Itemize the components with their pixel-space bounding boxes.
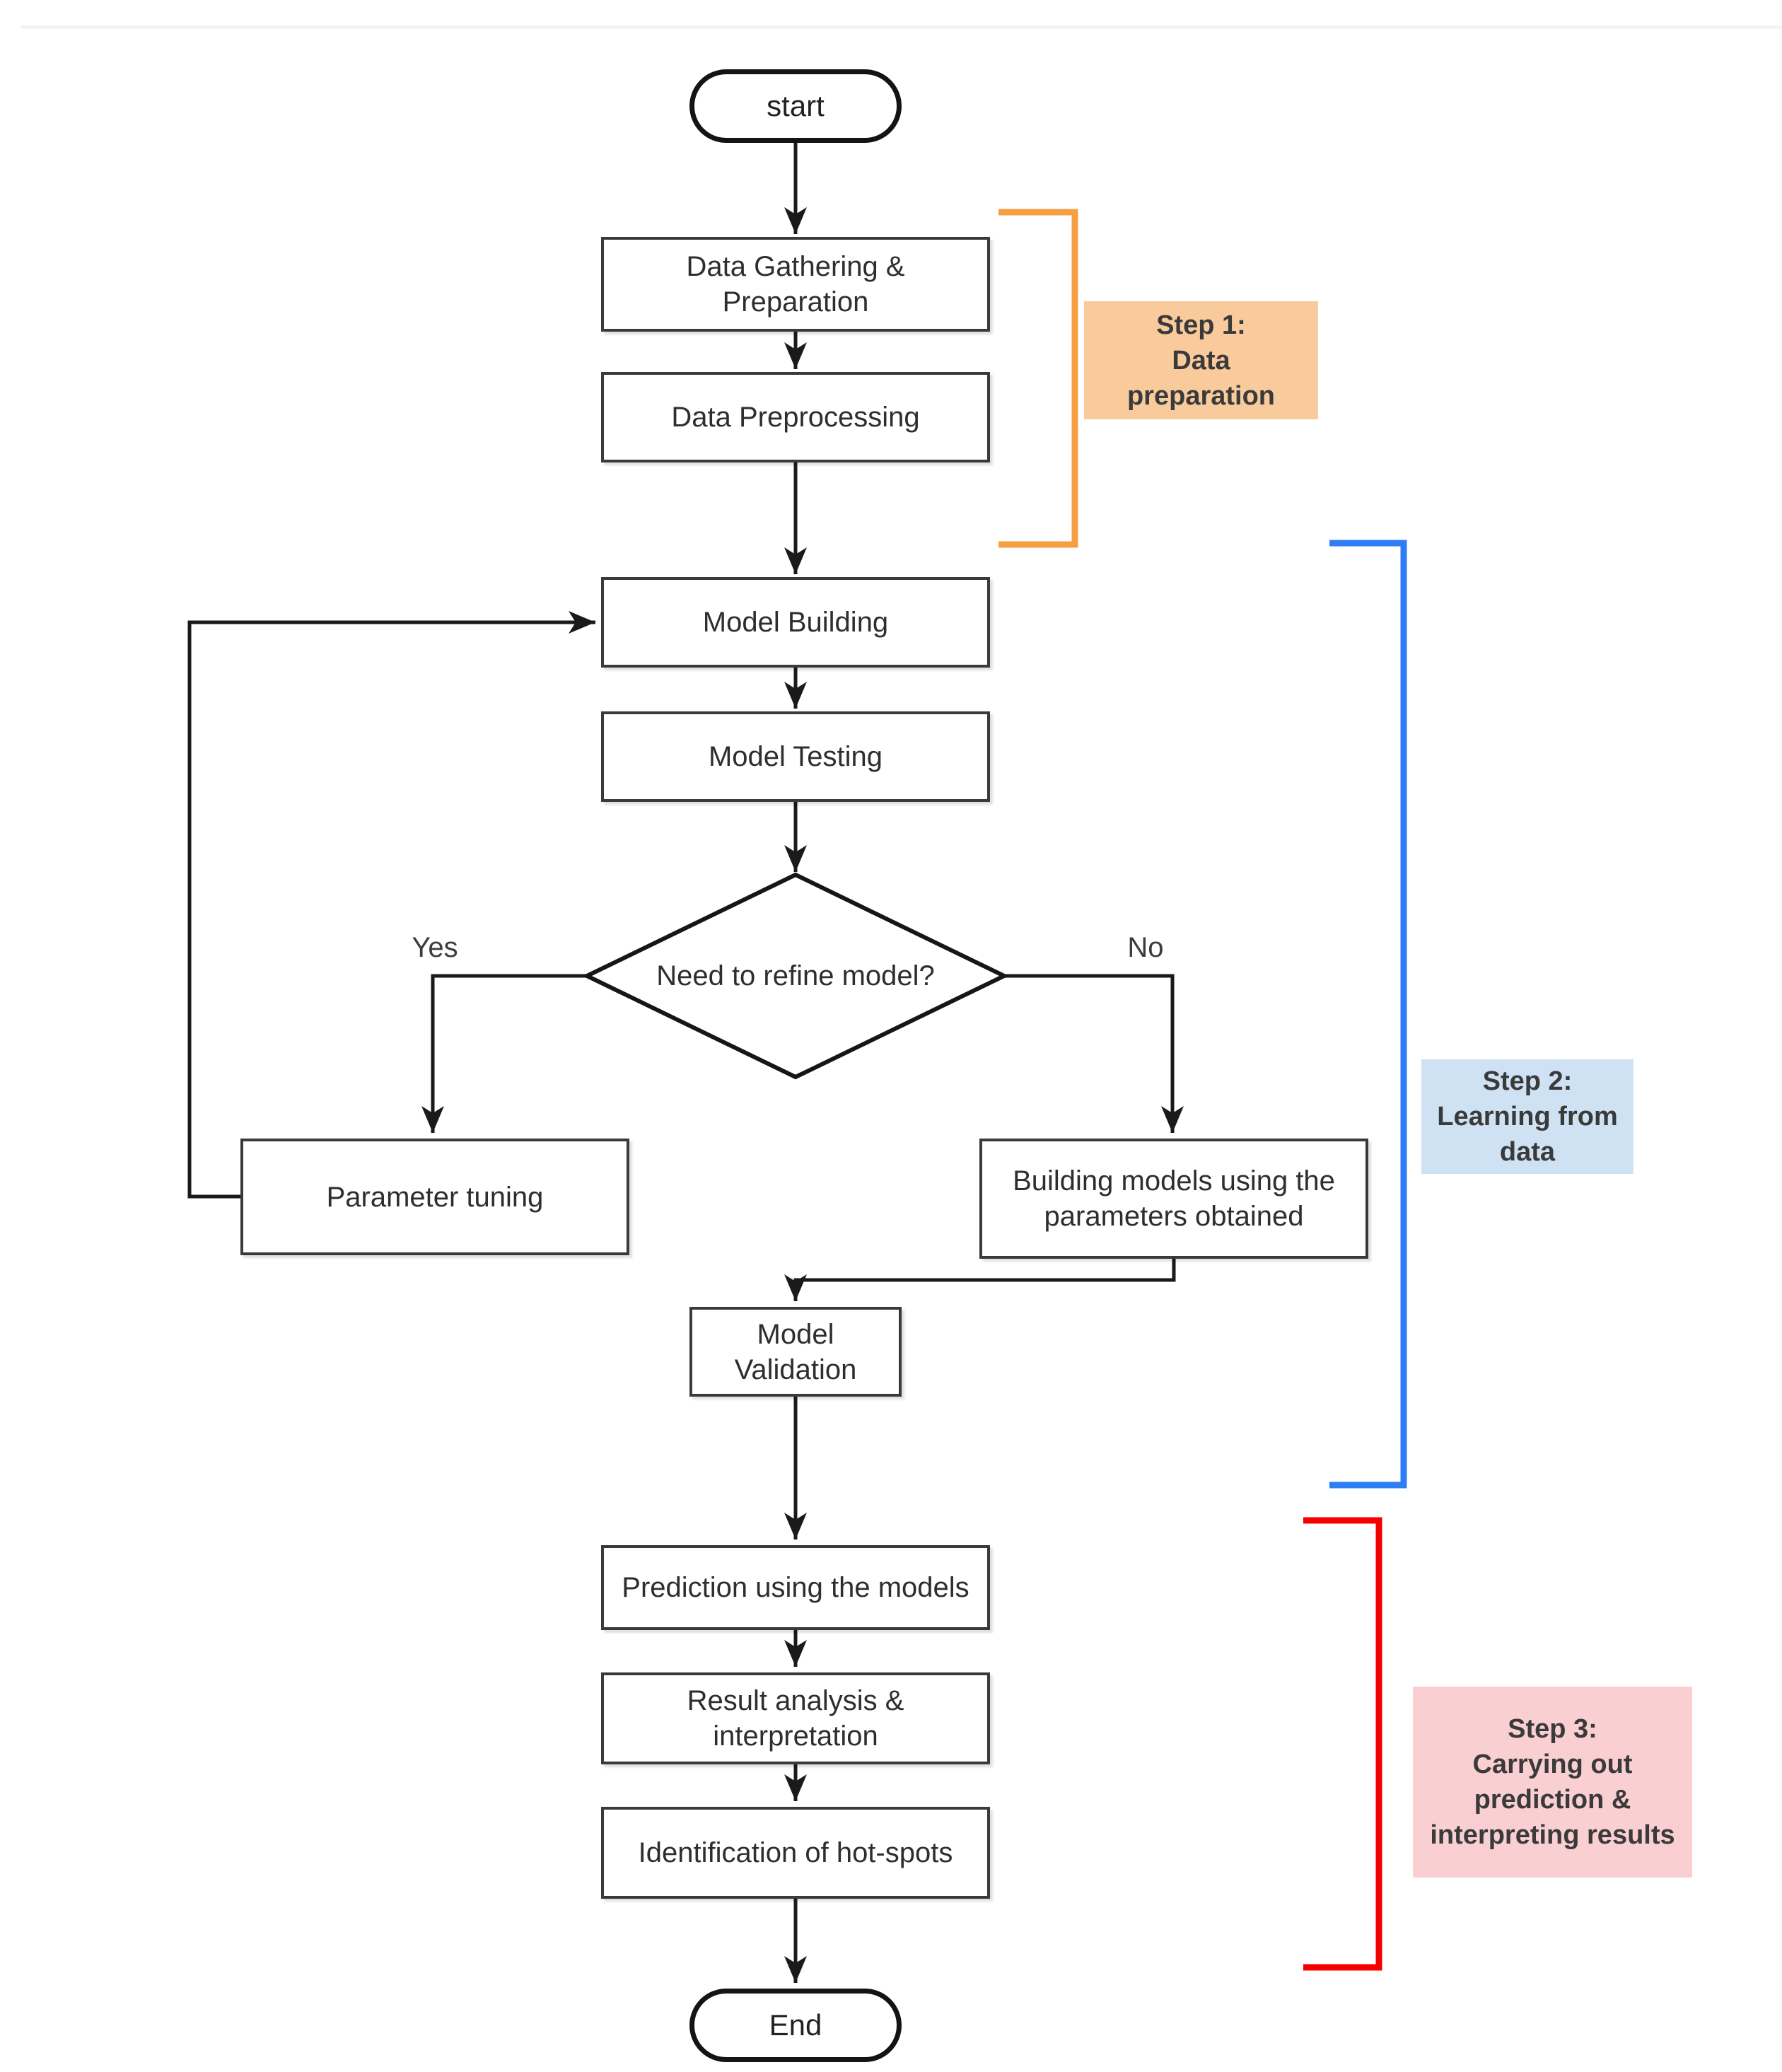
edge-label-yes: Yes — [412, 932, 458, 963]
decision-label: Need to refine model? — [656, 960, 935, 991]
step2-line: data — [1499, 1137, 1556, 1167]
edge-decision-yes-to-parameter-tuning — [421, 974, 587, 1133]
edge-parameter-tuning-loop-to-model-building — [187, 611, 595, 1199]
edge-decision-no-to-building-models — [1004, 974, 1184, 1133]
node-model-testing: Model Testing — [601, 711, 990, 802]
step2-line: Learning from — [1437, 1102, 1618, 1131]
node-data-preprocessing-label: Data Preprocessing — [671, 402, 920, 433]
step1-bracket — [998, 209, 1078, 548]
step2-line: Step 2: — [1482, 1066, 1573, 1096]
node-end: End — [689, 1989, 902, 2062]
step2-bracket — [1329, 540, 1407, 1489]
node-result-analysis-label: Result analysis & interpretation — [687, 1685, 904, 1752]
node-data-gathering-label: Data Gathering & Preparation — [686, 251, 905, 318]
step1-line: Step 1: — [1156, 310, 1246, 340]
step3-line: Step 3: — [1508, 1714, 1597, 1744]
node-model-validation: Model Validation — [689, 1307, 902, 1397]
step3-line: interpreting results — [1430, 1820, 1675, 1850]
node-identification: Identification of hot-spots — [601, 1807, 990, 1899]
step1-label: Step 1: Data preparation — [1084, 301, 1318, 419]
node-parameter-tuning-label: Parameter tuning — [326, 1181, 544, 1213]
node-building-models: Building models using the parameters obt… — [979, 1139, 1368, 1259]
node-model-testing-label: Model Testing — [708, 741, 883, 772]
node-start-label: start — [767, 89, 825, 122]
step3-line: prediction & — [1474, 1785, 1631, 1815]
node-prediction-label: Prediction using the models — [622, 1572, 969, 1603]
page-edge-artifact-line — [21, 25, 1782, 29]
step3-label: Step 3: Carrying out prediction & interp… — [1413, 1687, 1692, 1878]
node-data-preprocessing: Data Preprocessing — [601, 372, 990, 462]
node-building-models-label: Building models using the parameters obt… — [1013, 1165, 1335, 1232]
step1-line: Data — [1172, 345, 1230, 376]
edge-label-no: No — [1127, 932, 1164, 963]
node-identification-label: Identification of hot-spots — [638, 1837, 953, 1868]
decision-diamond-shape — [582, 872, 1009, 1080]
step2-label: Step 2: Learning from data — [1421, 1059, 1634, 1174]
node-model-validation-label: Model Validation — [734, 1318, 857, 1385]
node-data-gathering: Data Gathering & Preparation — [601, 237, 990, 332]
node-prediction: Prediction using the models — [601, 1545, 990, 1630]
node-end-label: End — [769, 2008, 822, 2042]
node-model-building-label: Model Building — [702, 607, 889, 638]
step1-line: preparation — [1126, 380, 1276, 411]
step3-line: Carrying out — [1472, 1750, 1633, 1779]
node-model-building: Model Building — [601, 577, 990, 668]
node-start: start — [689, 69, 902, 143]
step3-bracket — [1303, 1517, 1382, 1971]
node-parameter-tuning: Parameter tuning — [240, 1139, 629, 1255]
edge-building-models-to-model-validation — [784, 1259, 1176, 1301]
node-result-analysis: Result analysis & interpretation — [601, 1672, 990, 1764]
